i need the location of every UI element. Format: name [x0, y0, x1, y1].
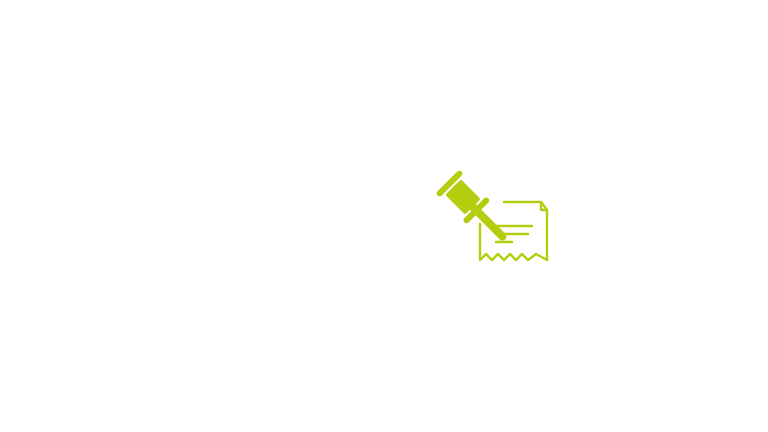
gavel-cap-top: [436, 170, 463, 197]
receipt-corner-fold: [539, 200, 549, 212]
receipt-icon: [478, 200, 549, 262]
gavel-receipt-icon: [436, 170, 549, 262]
legal-fee-illustration: [420, 160, 556, 272]
gavel-icon: [436, 170, 507, 241]
gavel-neck: [464, 198, 478, 212]
receipt-outline: [478, 200, 549, 262]
gavel-handle: [468, 202, 507, 241]
gavel-cap-bottom: [463, 197, 490, 224]
